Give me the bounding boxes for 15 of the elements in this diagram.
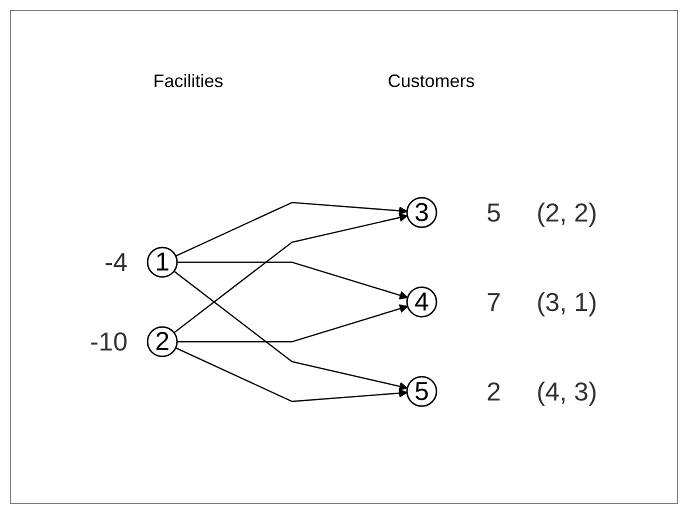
node-value: -4 — [104, 247, 128, 278]
node-value: (2, 2) — [536, 198, 598, 228]
node-circle: 3 — [406, 197, 438, 228]
column-heading: Facilities — [153, 71, 224, 92]
node-circle: 4 — [406, 286, 438, 318]
node-value: (4, 3) — [536, 376, 598, 406]
node-circle: 1 — [147, 246, 178, 278]
node-value: -10 — [90, 326, 128, 357]
node-value: 5 — [486, 198, 502, 228]
column-heading: Customers — [388, 71, 475, 92]
node-circle: 5 — [406, 376, 438, 407]
node-value: 2 — [486, 376, 502, 406]
node-circle: 2 — [147, 326, 178, 358]
node-value: 7 — [486, 287, 502, 317]
node-value: (3, 1) — [536, 287, 598, 317]
